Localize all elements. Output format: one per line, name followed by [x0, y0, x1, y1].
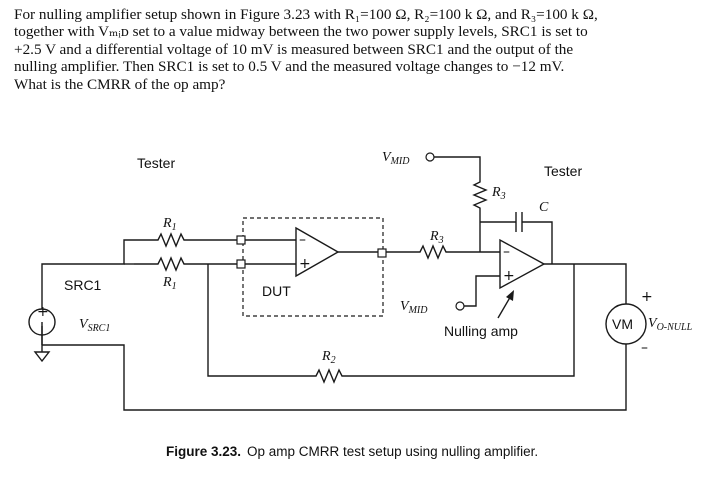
- nulling-opamp-minus: –: [503, 244, 510, 260]
- vmid-terminal-top: [425, 152, 435, 162]
- capacitor-c: [480, 212, 553, 264]
- dut-terminal-noninverting: [236, 259, 246, 269]
- dut-opamp-minus: –: [299, 232, 306, 248]
- tester-label-right: Tester: [544, 163, 582, 179]
- nulling-amp-pointer-arrow: [497, 290, 514, 319]
- dut-terminal-output: [377, 248, 387, 258]
- src1-voltage-source: +: [28, 239, 134, 363]
- r3-resistor-input: [386, 244, 480, 260]
- vmid-label-top: VMID: [382, 150, 410, 167]
- vonull-plus-sign: +: [641, 289, 653, 305]
- problem-statement: For nulling amplifier setup shown in Fig…: [14, 6, 704, 93]
- src1-label: SRC1: [64, 277, 102, 293]
- voltmeter-vm: [42, 303, 647, 411]
- vonull-label: VO-NULL: [648, 316, 693, 333]
- nulling-opamp: – +: [464, 238, 627, 307]
- r1-label-top: R1: [162, 216, 177, 233]
- nulling-opamp-plus: +: [503, 268, 515, 284]
- voltmeter-label: VM: [612, 316, 633, 332]
- dut-opamp: – +: [245, 226, 378, 278]
- r2-label: R2: [321, 349, 336, 366]
- problem-line-1: For nulling amplifier setup shown in Fig…: [14, 6, 598, 23]
- r1-resistor-bottom: [134, 256, 240, 272]
- tester-label-left: Tester: [137, 155, 175, 171]
- nulling-amp-label: Nulling amp: [444, 323, 518, 339]
- r2-resistor: [207, 264, 575, 384]
- figure-caption: Figure 3.23.Op amp CMRR test setup using…: [166, 444, 538, 459]
- capacitor-label: C: [539, 200, 549, 215]
- problem-line-3: +2.5 V and a differential voltage of 10 …: [14, 40, 574, 58]
- src1-plus-sign: +: [37, 304, 49, 320]
- r1-label-bottom: R1: [162, 275, 177, 292]
- dut-opamp-plus: +: [299, 256, 311, 272]
- r1-resistor-top: [134, 232, 240, 248]
- problem-line-5: What is the CMRR of the op amp?: [14, 75, 226, 93]
- vsrc1-label: VSRC1: [79, 317, 110, 334]
- vonull-minus-sign: –: [641, 340, 648, 356]
- r3-label-input: R3: [429, 229, 444, 246]
- r3-label-vertical: R3: [491, 185, 506, 202]
- vmid-label-bottom: VMID: [400, 299, 428, 316]
- problem-line-4: nulling amplifier. Then SRC1 is set to 0…: [14, 58, 565, 76]
- r3-resistor-vertical: [434, 156, 488, 252]
- dut-label: DUT: [262, 283, 291, 299]
- vmid-terminal-bottom: [455, 301, 465, 311]
- dut-terminal-inverting: [236, 235, 246, 245]
- problem-line-2: together with Vₘᵢᴅ set to a value midway…: [14, 23, 588, 41]
